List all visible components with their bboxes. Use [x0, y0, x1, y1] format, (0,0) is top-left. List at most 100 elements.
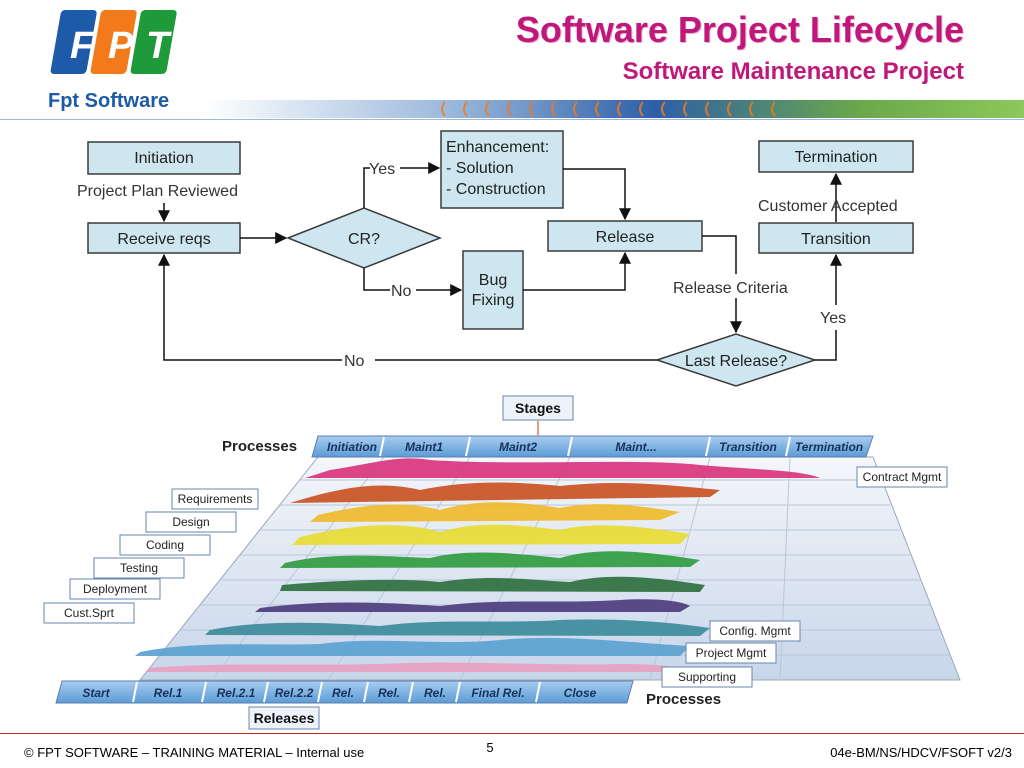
- header-banner: [205, 100, 1024, 118]
- logo-tile-blue: [50, 10, 97, 74]
- line-cr-yes-a: [363, 167, 370, 208]
- proc-box-requirements: [171, 488, 259, 510]
- layer-design: [310, 502, 680, 522]
- proc-project-mgmt: Project Mgmt: [696, 646, 767, 660]
- line-release-down: [702, 235, 737, 274]
- layer-coding: [292, 524, 690, 545]
- proc-testing: Testing: [120, 561, 158, 575]
- stages-label: Stages: [515, 400, 561, 416]
- initiation-label: Initiation: [134, 150, 194, 167]
- receive-reqs-label: Receive reqs: [117, 231, 210, 248]
- stage-termination: Termination: [795, 440, 863, 454]
- bug-fixing-label-2: Fixing: [472, 292, 515, 309]
- layer-cust-sprt: [255, 599, 690, 612]
- releases-label-box: [248, 706, 320, 730]
- layer-contract-mgmt: [305, 458, 820, 478]
- processes-label-top: Processes: [222, 438, 297, 455]
- release-rel1: Rel.1: [154, 686, 183, 700]
- logo-tile-orange: [90, 10, 137, 74]
- stage-initiation: Initiation: [327, 440, 377, 454]
- releases-bar: [55, 680, 634, 704]
- stage-maint2: Maint2: [499, 440, 537, 454]
- page-title: Software Project Lifecycle: [515, 9, 964, 50]
- logo-letter-f: F: [70, 25, 95, 67]
- termination-label: Termination: [795, 149, 878, 166]
- stages-label-box: [502, 395, 574, 421]
- proc-box-contract-mgmt: [856, 466, 948, 488]
- release-start: Start: [82, 686, 110, 700]
- label-release-criteria: Release Criteria: [673, 280, 788, 297]
- release-label: Release: [596, 229, 655, 246]
- release-final: Final Rel.: [471, 686, 524, 700]
- lifecycle-diagram: Initiation Maint1 Maint2 Maint... Transi…: [43, 395, 961, 730]
- proc-requirements: Requirements: [178, 492, 253, 506]
- layer-project-mgmt: [135, 637, 690, 656]
- arrow-bug-to-release: [523, 251, 631, 291]
- proc-contract-mgmt: Contract Mgmt: [863, 470, 942, 484]
- last-release-label: Last Release?: [685, 353, 787, 370]
- release-rel21: Rel.2.1: [217, 686, 256, 700]
- proc-config-mgmt: Config. Mgmt: [719, 624, 791, 638]
- proc-box-config-mgmt: [709, 620, 801, 642]
- release-rel-c: Rel.: [424, 686, 446, 700]
- proc-supporting: Supporting: [678, 670, 736, 684]
- proc-cust-sprt: Cust.Sprt: [64, 606, 115, 620]
- transition-label: Transition: [801, 231, 871, 248]
- cr-decision: [285, 207, 443, 269]
- label-last-no: No: [344, 353, 365, 370]
- label-cr-no: No: [391, 283, 412, 300]
- proc-box-coding: [119, 534, 211, 556]
- maintenance-flowchart: Initiation Receive reqs CR? Release Last…: [77, 130, 914, 387]
- layer-supporting: [145, 662, 680, 672]
- logo-tile-green: [130, 10, 177, 74]
- logo-letter-t: T: [146, 25, 172, 67]
- initiation-box: [87, 141, 241, 175]
- layer-config-mgmt: [205, 619, 710, 636]
- line-last-yes: [815, 330, 837, 361]
- logo-letter-p: P: [108, 25, 134, 67]
- proc-design: Design: [172, 515, 209, 529]
- process-layers: [135, 458, 820, 672]
- enhancement-label-1: Enhancement:: [446, 139, 549, 156]
- layer-requirements: [290, 482, 720, 503]
- enhancement-label-3: - Construction: [446, 181, 546, 198]
- proc-deployment: Deployment: [83, 582, 148, 596]
- bug-fixing-box: [462, 250, 524, 330]
- stage-maint1: Maint1: [405, 440, 443, 454]
- release-rel-a: Rel.: [332, 686, 354, 700]
- proc-box-cust-sprt: [43, 602, 135, 624]
- arrow-enhancement-to-release: [563, 168, 631, 221]
- stages-bar: [311, 435, 874, 458]
- processes-label-bottom: Processes: [646, 691, 721, 708]
- releases-label: Releases: [254, 710, 315, 726]
- proc-box-testing: [93, 557, 185, 579]
- proc-box-deployment: [69, 578, 161, 600]
- receive-reqs-box: [87, 222, 241, 254]
- label-customer-accepted: Customer Accepted: [758, 198, 898, 215]
- bug-fixing-label-1: Bug: [479, 272, 507, 289]
- stage-transition: Transition: [719, 440, 777, 454]
- layer-deployment: [280, 576, 705, 592]
- label-cr-yes: Yes: [369, 161, 395, 178]
- footer-copyright: © FPT SOFTWARE – TRAINING MATERIAL – Int…: [24, 745, 365, 760]
- logo-caption: Fpt Software: [48, 90, 170, 112]
- stage-maint-more: Maint...: [615, 440, 656, 454]
- document-code: 04e-BM/NS/HDCV/FSOFT v2/3: [830, 745, 1012, 760]
- termination-box: [758, 140, 914, 173]
- release-rel22: Rel.2.2: [275, 686, 314, 700]
- layer-testing: [280, 551, 700, 568]
- proc-box-project-mgmt: [685, 642, 777, 664]
- header-rule: [0, 119, 1024, 120]
- page-number: 5: [486, 740, 494, 755]
- page-subtitle: Software Maintenance Project: [622, 58, 964, 85]
- label-last-yes: Yes: [820, 310, 846, 327]
- label-plan-reviewed: Project Plan Reviewed: [77, 183, 238, 200]
- release-close: Close: [564, 686, 597, 700]
- proc-box-design: [145, 511, 237, 533]
- fpt-logo: F P T: [48, 6, 180, 80]
- proc-coding: Coding: [146, 538, 184, 552]
- enhancement-label-2: - Solution: [446, 160, 514, 177]
- cr-label: CR?: [348, 231, 380, 248]
- arrow-last-no: [158, 253, 342, 361]
- release-rel-b: Rel.: [378, 686, 400, 700]
